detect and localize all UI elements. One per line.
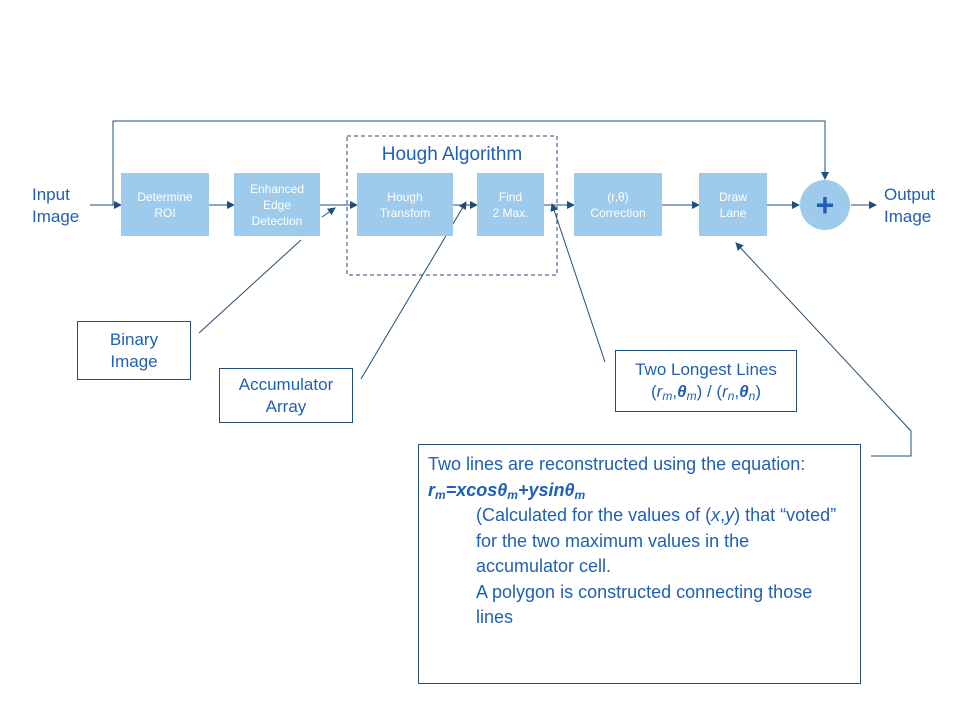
- note-binary-image: Binary Image: [77, 321, 191, 380]
- plus-icon: +: [815, 187, 835, 223]
- formula-sub-n: n: [727, 389, 735, 403]
- block-draw-label: Draw Lane: [718, 189, 747, 220]
- leader-two-longest-lines: [550, 203, 606, 363]
- para1-x: x: [711, 505, 721, 525]
- formula-sub-m: m: [662, 389, 673, 403]
- block-hough-label: Hough Transfom: [379, 189, 431, 220]
- block-correction-label: (r,θ) Correction: [590, 189, 646, 220]
- equation-mid2: +ysinθ: [517, 479, 575, 500]
- note-binary-image-text: Binary Image: [109, 329, 159, 371]
- input-image-label: Input Image: [32, 185, 80, 226]
- note-two-longest-lines: Two Longest Lines (rm,θm) / (rn,θn): [615, 350, 797, 412]
- leader-binary-image: [198, 239, 302, 334]
- arrow-binary-to-edge-output: [321, 207, 336, 218]
- summing-junction: +: [800, 180, 850, 230]
- note-accumulator-array-text: Accumulator Array: [238, 374, 334, 416]
- block-enhanced-edge-detection: Enhanced Edge Detection: [234, 173, 320, 236]
- note-two-longest-lines-formula: (rm,θm) / (rn,θn): [651, 382, 761, 403]
- equation-r: r: [428, 479, 436, 500]
- arrow-input-bypass: [112, 120, 829, 205]
- formula-sub-m2: m: [686, 389, 697, 403]
- note-two-longest-lines-title: Two Longest Lines: [635, 360, 777, 379]
- block-hough-transform: Hough Transfom: [357, 173, 453, 236]
- note-accumulator-array: Accumulator Array: [219, 368, 353, 423]
- para1-comma: ,: [720, 505, 726, 525]
- leader-textbox-to-draw-lane: [735, 242, 912, 457]
- para1-y: y: [725, 505, 735, 525]
- line-equation: rm=xcosθm+ysinθm: [428, 478, 851, 504]
- formula-sub-n2: n: [748, 389, 756, 403]
- para1-start: (Calculated for the values of (: [476, 505, 712, 525]
- explanation-paragraph-1: (Calculated for the values of (x,y) that…: [428, 503, 851, 580]
- formula-separator: ) / (: [696, 382, 723, 401]
- block-edge-label: Enhanced Edge Detection: [249, 181, 305, 228]
- formula-theta-m: θ: [677, 382, 687, 401]
- equation-mid: =xcosθ: [445, 479, 508, 500]
- reconstruction-explanation-box: Two lines are reconstructed using the eq…: [418, 444, 861, 684]
- para1-end: ) that “voted” for the two maximum value…: [476, 505, 837, 576]
- block-r-theta-correction: (r,θ) Correction: [574, 173, 662, 236]
- block-find-label: Find 2 Max.: [492, 189, 529, 220]
- output-image-label: Output Image: [884, 185, 936, 226]
- block-determine-roi-label: Determine ROI: [137, 189, 193, 220]
- formula-theta-n: θ: [739, 382, 749, 401]
- formula-r-m: r: [656, 382, 663, 401]
- block-draw-lane: Draw Lane: [699, 173, 767, 236]
- formula-r-n: r: [722, 382, 728, 401]
- explanation-paragraph-2: A polygon is constructed connecting thos…: [476, 581, 813, 628]
- explanation-intro: Two lines are reconstructed using the eq…: [428, 454, 806, 474]
- hough-algorithm-title: Hough Algorithm: [381, 144, 523, 165]
- equation-sub-theta2: m: [574, 487, 586, 502]
- equation-sub-r: m: [435, 487, 446, 502]
- equation-sub-theta1: m: [507, 487, 518, 502]
- hough-algorithm-boundary: [346, 135, 558, 276]
- block-determine-roi: Determine ROI: [121, 173, 209, 236]
- block-find-2-max: Find 2 Max.: [477, 173, 544, 236]
